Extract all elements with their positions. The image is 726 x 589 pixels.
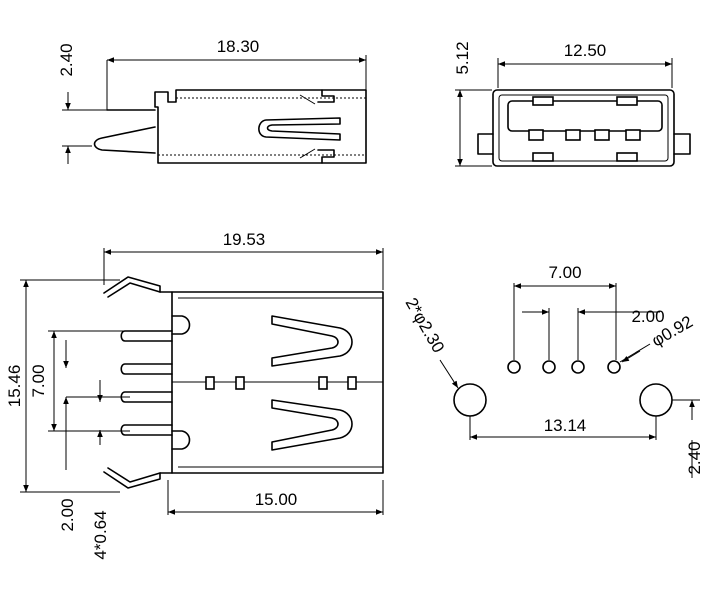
fp-pin-span-label: 7.00 xyxy=(548,263,581,282)
top-spring-upper xyxy=(271,315,353,367)
fp-pin-hole xyxy=(507,360,521,374)
side-contact-spring xyxy=(258,117,341,141)
fp-pin-hole xyxy=(571,360,585,374)
end-shell-outer xyxy=(492,89,675,167)
fp-pin-pitch-label: 2.00 xyxy=(631,307,664,326)
fp-mount-hole-label: 2*φ2.30 xyxy=(401,294,448,356)
end-receptacle xyxy=(507,100,663,132)
end-contact xyxy=(625,129,641,141)
end-contact xyxy=(528,129,544,141)
end-view xyxy=(455,58,691,167)
top-leg-upper xyxy=(103,276,173,294)
top-spring-lower xyxy=(271,399,353,451)
end-width-label: 12.50 xyxy=(564,41,607,60)
top-length-label: 19.53 xyxy=(223,230,266,249)
side-body-outline xyxy=(154,89,367,164)
top-leg-lower xyxy=(103,471,173,489)
fp-pin-hole xyxy=(542,360,556,374)
top-pin xyxy=(120,391,173,403)
end-height-label: 5.12 xyxy=(453,41,472,74)
end-contact xyxy=(565,129,581,141)
body-length-label: 15.00 xyxy=(255,490,298,509)
fp-mount-hole xyxy=(639,383,673,417)
top-pin xyxy=(120,330,173,342)
top-pin-size-label: 4*0.64 xyxy=(91,510,110,559)
side-height-label: 2.40 xyxy=(57,43,76,76)
pcb-footprint xyxy=(439,283,700,478)
side-view xyxy=(62,55,367,164)
top-view xyxy=(20,248,384,515)
fp-mount-offset-label: 2.40 xyxy=(685,441,704,474)
end-contact xyxy=(594,129,610,141)
top-pin xyxy=(120,363,173,375)
side-length-label: 18.30 xyxy=(217,37,260,56)
top-body-outline xyxy=(171,291,384,474)
top-pin-span-label: 7.00 xyxy=(29,364,48,397)
fp-mount-spacing-label: 13.14 xyxy=(544,416,587,435)
top-pin xyxy=(120,424,173,436)
top-width-label: 15.46 xyxy=(5,365,24,408)
fp-mount-hole xyxy=(453,383,487,417)
fp-pin-hole xyxy=(607,360,621,374)
side-pin xyxy=(93,126,156,154)
top-pin-offset-label: 2.00 xyxy=(58,498,77,531)
